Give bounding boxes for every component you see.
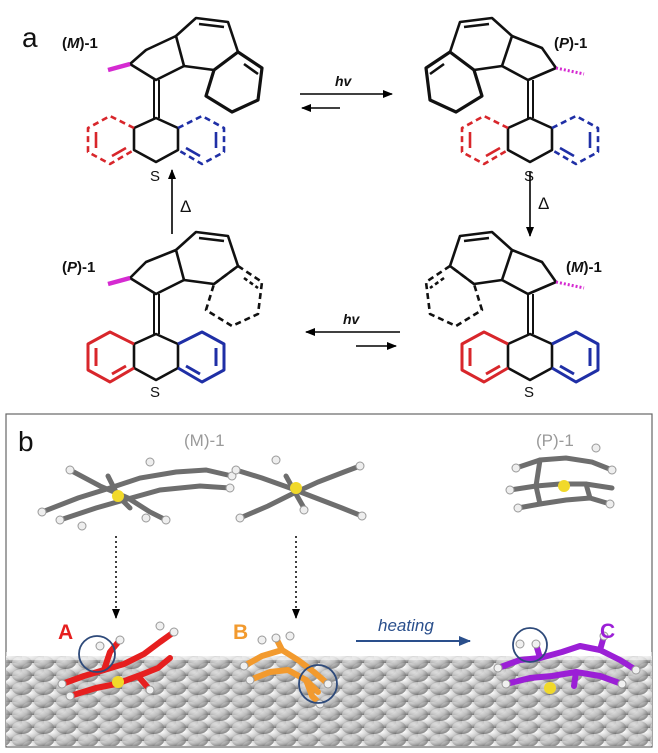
heating-label: heating xyxy=(378,616,434,635)
hv-label-bottom: hv xyxy=(343,311,361,327)
highlight-circle-C xyxy=(512,627,548,663)
molecule-model-middle xyxy=(231,455,367,523)
molecule-model-left xyxy=(37,457,237,531)
adsorbate-A xyxy=(57,621,179,701)
adsorbate-B xyxy=(239,631,333,709)
sulfur-label-bottom-right: S xyxy=(524,384,534,401)
panel-a-label: a xyxy=(22,22,38,53)
bottom-photo-arrows: hv xyxy=(305,311,400,350)
delta-label-left: Δ xyxy=(180,197,191,216)
top-label-P: (P)-1 xyxy=(536,431,574,450)
species-label-C: C xyxy=(600,620,615,643)
highlight-circle-A xyxy=(78,635,116,673)
molecule-top-right: (P)-1 S xyxy=(424,16,600,185)
molecule-label-top-right: (P)-1 xyxy=(554,35,587,52)
species-label-A: A xyxy=(58,621,73,644)
hv-label-top: hv xyxy=(335,73,353,89)
molecule-model-right xyxy=(505,443,617,513)
highlight-circle-B xyxy=(298,664,338,704)
sulfur-label-top-left: S xyxy=(150,168,160,185)
molecule-label-bottom-left: (P)-1 xyxy=(62,259,95,276)
top-photo-arrows: hv xyxy=(300,73,393,112)
molecule-top-left: (M)-1 S xyxy=(62,16,264,185)
molecule-bottom-left: (P)-1 S xyxy=(62,230,264,401)
molecule-bottom-right: (M)-1 S xyxy=(424,230,602,401)
panel-b-label: b xyxy=(18,426,34,457)
species-label-B: B xyxy=(233,621,248,644)
sulfur-label-top-right: S xyxy=(524,168,534,185)
left-thermal-arrow: Δ xyxy=(168,169,191,234)
heating-arrow: heating xyxy=(356,616,471,646)
sulfur-label-bottom-left: S xyxy=(150,384,160,401)
right-thermal-arrow: Δ xyxy=(526,172,549,237)
top-label-M: (M)-1 xyxy=(184,431,225,450)
adsorbate-C xyxy=(493,631,641,694)
delta-label-right: Δ xyxy=(538,194,549,213)
molecule-label-top-left: (M)-1 xyxy=(62,35,98,52)
metal-surface xyxy=(6,652,652,746)
molecule-label-bottom-right: (M)-1 xyxy=(566,259,602,276)
